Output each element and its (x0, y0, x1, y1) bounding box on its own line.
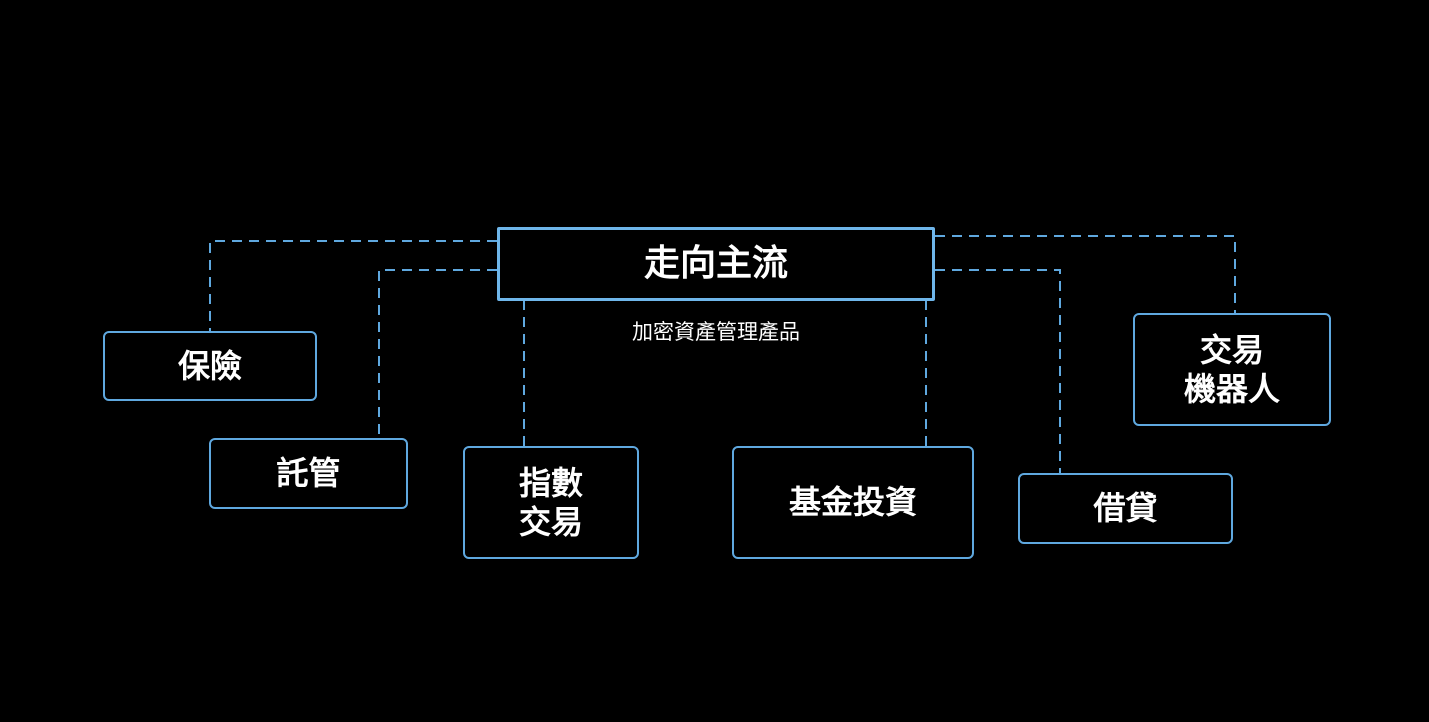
node-index-trading: 指數 交易 (463, 446, 639, 559)
node-insurance: 保險 (103, 331, 317, 401)
node-index-trading-line1: 指數 (518, 464, 583, 503)
node-lending-label: 借貸 (1093, 489, 1158, 528)
connector-insurance (209, 240, 497, 331)
connector-trading-bot (935, 235, 1236, 313)
node-index-trading-line2: 交易 (518, 502, 583, 541)
connector-lending (935, 269, 1061, 473)
node-fund-investment: 基金投資 (732, 446, 974, 559)
node-custody-label: 託管 (276, 454, 341, 493)
node-fund-investment-label: 基金投資 (788, 483, 917, 522)
root-title: 走向主流 (643, 243, 788, 285)
node-custody: 託管 (209, 438, 408, 509)
connector-custody (378, 269, 497, 438)
node-trading-bot-line1: 交易 (1199, 331, 1264, 370)
root-subtitle: 加密資產管理產品 (632, 320, 800, 344)
node-trading-bot-line2: 機器人 (1183, 369, 1280, 408)
node-lending: 借貸 (1018, 473, 1233, 544)
node-trading-bot: 交易 機器人 (1133, 313, 1331, 426)
node-insurance-label: 保險 (177, 346, 242, 385)
root-node: 走向主流 (497, 227, 935, 301)
